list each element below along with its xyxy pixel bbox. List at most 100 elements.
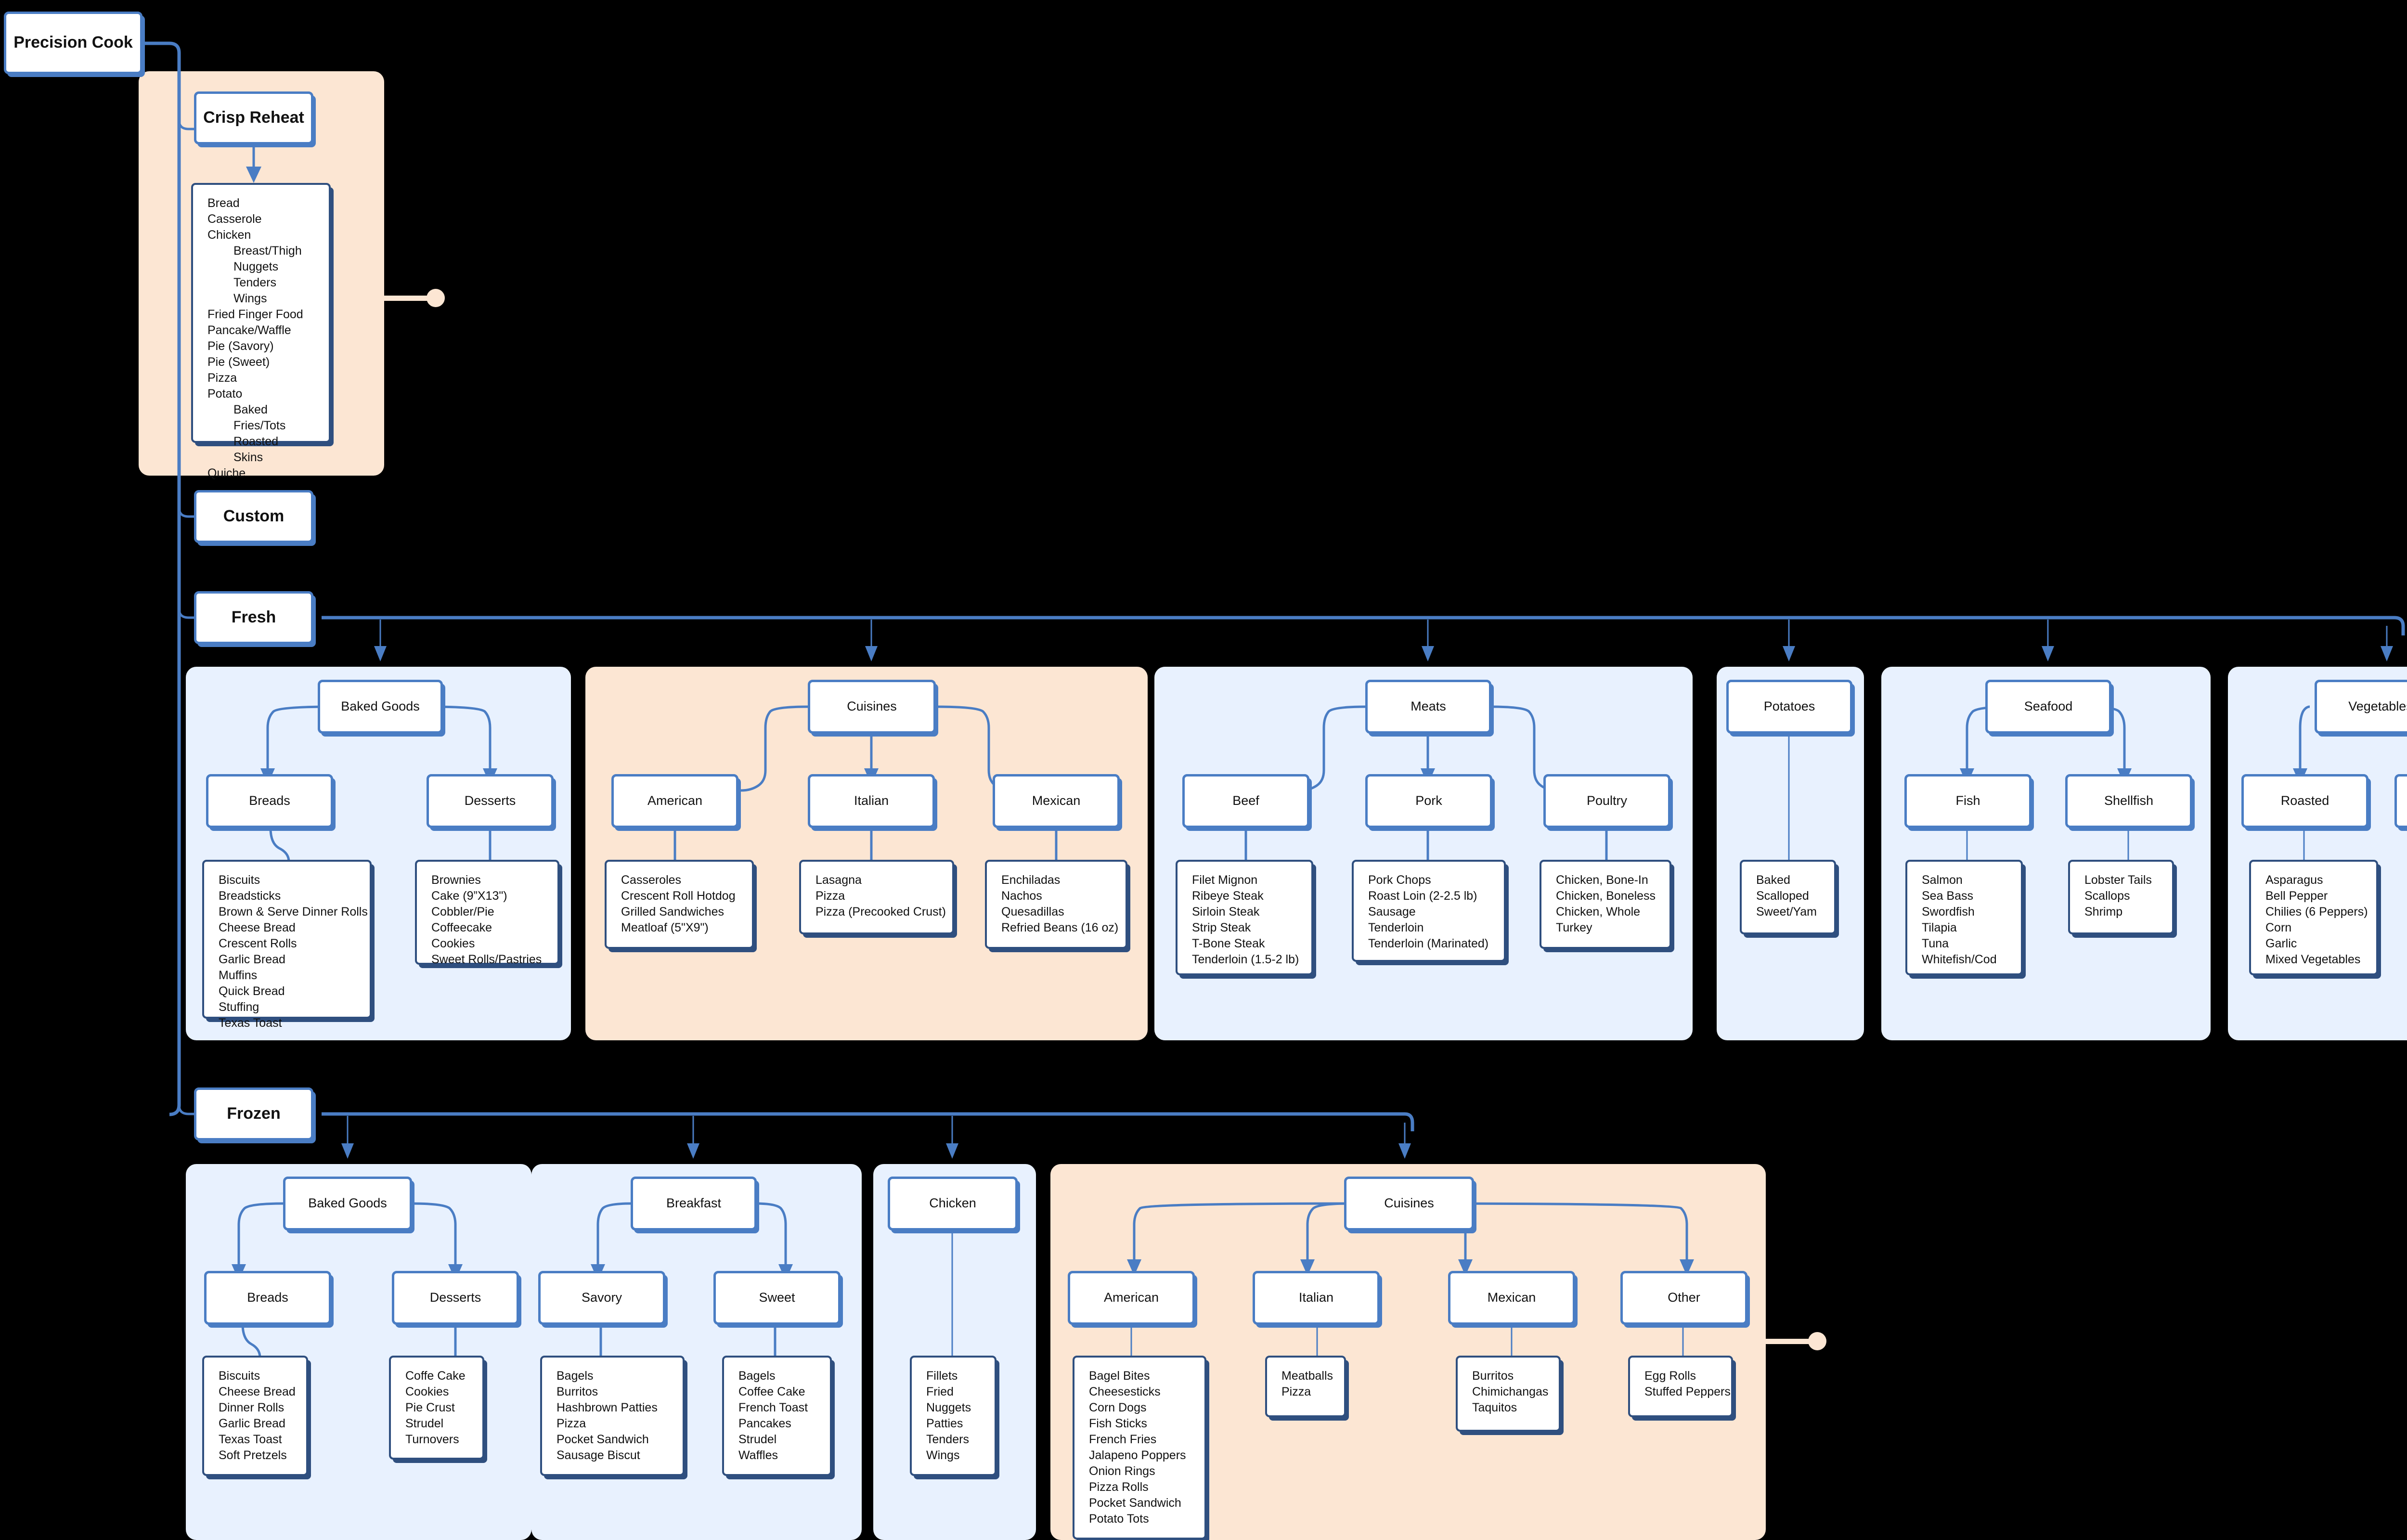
handle-crisp-reheat[interactable] bbox=[384, 289, 447, 307]
leaf-line: Sausage Biscut bbox=[556, 1449, 640, 1462]
leaf-line: Meatballs bbox=[1281, 1369, 1333, 1383]
handle-dot[interactable] bbox=[1808, 1332, 1826, 1350]
node-custom[interactable]: Custom bbox=[194, 490, 313, 543]
leaf-line: Meatloaf (5"X9") bbox=[621, 921, 709, 934]
leaf-line: Texas Toast bbox=[219, 1016, 282, 1030]
leaf-line: Nuggets bbox=[926, 1401, 971, 1414]
node-frozen-cuisines[interactable]: Cuisines bbox=[1344, 1177, 1474, 1230]
node-precision-cook[interactable]: Precision Cook bbox=[4, 12, 142, 74]
leaf-line: Turnovers bbox=[405, 1433, 459, 1446]
leaf-line: Grilled Sandwiches bbox=[621, 905, 724, 919]
leaf-line: Cheese Bread bbox=[219, 1385, 296, 1398]
leaf-line: Stuffing bbox=[219, 1000, 259, 1014]
node-fresh-poultry[interactable]: Poultry bbox=[1543, 774, 1670, 828]
leaf-line: Lobster Tails bbox=[2084, 873, 2152, 887]
node-frozen-chicken[interactable]: Chicken bbox=[888, 1177, 1018, 1230]
handle-dot[interactable] bbox=[427, 289, 445, 307]
leaf-line: Casserole bbox=[207, 212, 262, 226]
leaf-line: Cheese Bread bbox=[219, 921, 296, 934]
leaf-line: Cake (9”X13") bbox=[431, 889, 507, 903]
node-fresh-pork[interactable]: Pork bbox=[1365, 774, 1492, 828]
leaf-line: Muffins bbox=[219, 969, 258, 982]
leaf-line: Pancake/Waffle bbox=[207, 324, 291, 337]
node-fresh-cuisines[interactable]: Cuisines bbox=[808, 680, 936, 734]
leaf-line: Pizza bbox=[815, 889, 845, 903]
leaf-line: Corn Dogs bbox=[1089, 1401, 1147, 1414]
node-fresh-desserts[interactable]: Desserts bbox=[427, 774, 554, 828]
node-fresh-potatoes[interactable]: Potatoes bbox=[1726, 680, 1852, 734]
leaf-line: Skins bbox=[233, 451, 263, 464]
leaf-line: Cookies bbox=[405, 1385, 449, 1398]
leaf-line: Scallops bbox=[2084, 889, 2130, 903]
node-fresh[interactable]: Fresh bbox=[194, 591, 313, 644]
handle-bar bbox=[1766, 1339, 1814, 1344]
leaf-line: Cobbler/Pie bbox=[431, 905, 494, 919]
leaf-line: Bell Pepper bbox=[2265, 889, 2328, 903]
node-frozen-desserts[interactable]: Desserts bbox=[392, 1271, 519, 1325]
node-fresh-breads[interactable]: Breads bbox=[206, 774, 333, 828]
leaf-line: Dinner Rolls bbox=[219, 1401, 285, 1414]
node-frozen-italian[interactable]: Italian bbox=[1253, 1271, 1380, 1325]
node-crisp-reheat[interactable]: Crisp Reheat bbox=[194, 91, 313, 144]
node-fresh-roasted[interactable]: Roasted bbox=[2241, 774, 2368, 828]
leaf-line: Biscuits bbox=[219, 873, 260, 887]
leaf-line: Turkey bbox=[1556, 921, 1592, 934]
node-frozen-american[interactable]: American bbox=[1068, 1271, 1195, 1325]
node-fresh-seafood[interactable]: Seafood bbox=[1985, 680, 2111, 734]
leaf-line: Fries/Tots bbox=[233, 419, 286, 432]
leaf-line: Pork Chops bbox=[1368, 873, 1431, 887]
node-fresh-beef[interactable]: Beef bbox=[1182, 774, 1309, 828]
node-frozen-sweet[interactable]: Sweet bbox=[713, 1271, 841, 1325]
node-frozen-mexican[interactable]: Mexican bbox=[1448, 1271, 1575, 1325]
node-fresh-american[interactable]: American bbox=[611, 774, 738, 828]
node-fresh-baked-goods[interactable]: Baked Goods bbox=[318, 680, 443, 734]
leaf-line: Tenderloin bbox=[1368, 921, 1424, 934]
leaf-line: Coffeecake bbox=[431, 921, 492, 934]
leaf-line: Biscuits bbox=[219, 1369, 260, 1383]
node-frozen-other[interactable]: Other bbox=[1620, 1271, 1747, 1325]
leaf-line: Cheesesticks bbox=[1089, 1385, 1161, 1398]
node-frozen-baked-goods[interactable]: Baked Goods bbox=[283, 1177, 412, 1230]
leaf-line: Tuna bbox=[1922, 937, 1949, 950]
leaf-line: Garlic Bread bbox=[219, 953, 285, 966]
leaf-line: Salmon bbox=[1922, 873, 1963, 887]
leaf-line: Swordfish bbox=[1922, 905, 1975, 919]
leaf-line: Bagels bbox=[738, 1369, 776, 1383]
node-fresh-mexican[interactable]: Mexican bbox=[993, 774, 1120, 828]
leaf-line: French Fries bbox=[1089, 1433, 1157, 1446]
leaf-line: Nachos bbox=[1001, 889, 1042, 903]
node-frozen[interactable]: Frozen bbox=[194, 1087, 313, 1140]
leaf-line: Tilapia bbox=[1922, 921, 1957, 934]
leaf-line: Coffee Cake bbox=[738, 1385, 805, 1398]
leaf-line: Garlic Bread bbox=[219, 1417, 285, 1430]
node-fresh-vegetables[interactable]: Vegetables bbox=[2315, 680, 2407, 734]
node-fresh-shellfish[interactable]: Shellfish bbox=[2065, 774, 2192, 828]
leaf-line: Whitefish/Cod bbox=[1922, 953, 1997, 966]
node-frozen-savory[interactable]: Savory bbox=[538, 1271, 665, 1325]
node-frozen-breakfast[interactable]: Breakfast bbox=[631, 1177, 757, 1230]
node-fresh-italian[interactable]: Italian bbox=[808, 774, 935, 828]
node-fresh-fish[interactable]: Fish bbox=[1904, 774, 2032, 828]
leaf-line: Pizza bbox=[1281, 1385, 1311, 1398]
leaf-line: Pizza bbox=[556, 1417, 586, 1430]
node-frozen-breads[interactable]: Breads bbox=[204, 1271, 331, 1325]
leaf-line: Pocket Sandwich bbox=[1089, 1496, 1181, 1510]
leaf-line: Pie Crust bbox=[405, 1401, 455, 1414]
handle-frozen-cuisines[interactable] bbox=[1766, 1332, 1828, 1350]
node-fresh-meats[interactable]: Meats bbox=[1365, 680, 1491, 734]
node-fresh-stuffed[interactable]: Stuffed bbox=[2394, 774, 2407, 828]
leaf-line: Filet Mignon bbox=[1192, 873, 1258, 887]
leaf-line: Fried bbox=[926, 1385, 954, 1398]
leaf-line: Patties bbox=[926, 1417, 963, 1430]
